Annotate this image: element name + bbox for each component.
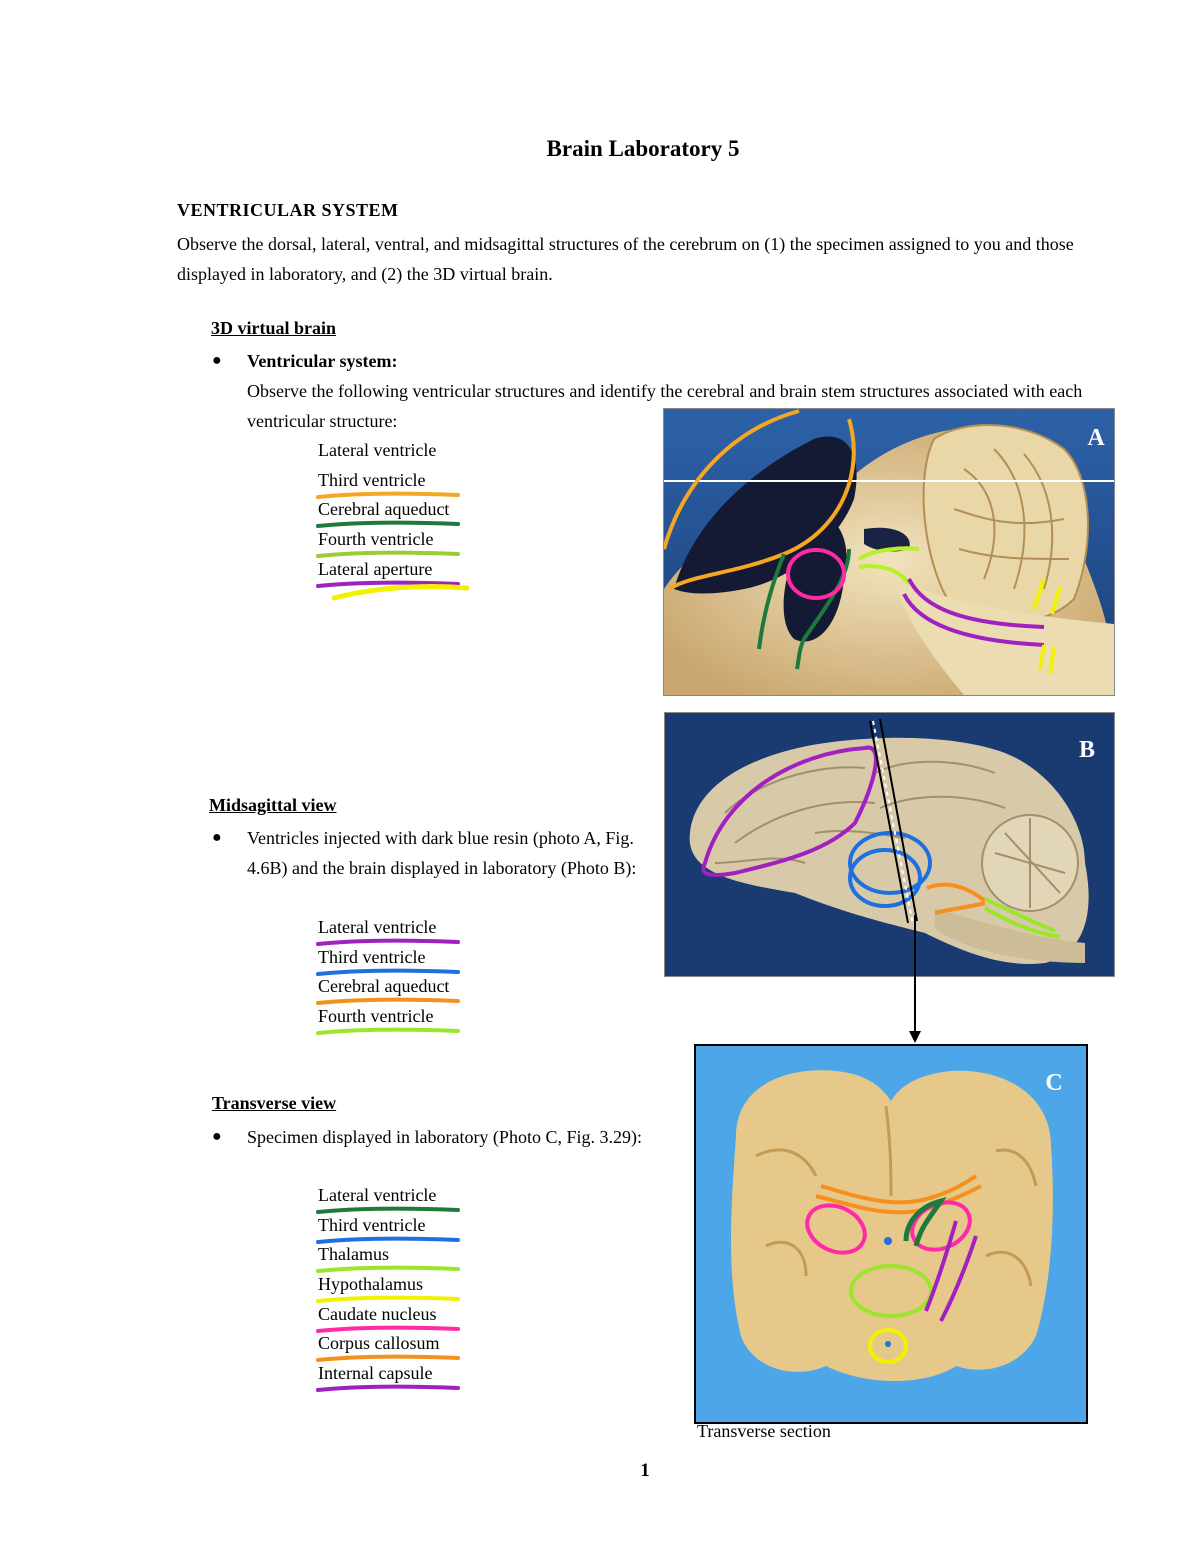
structure-label: Fourth ventricle (318, 1006, 434, 1027)
structure-label: Lateral ventricle (318, 917, 437, 937)
structure-label: Cerebral aqueduct (318, 976, 450, 997)
structure-label: Internal capsule (318, 1363, 433, 1384)
transverse-bullet: ● Specimen displayed in laboratory (Phot… (212, 1122, 647, 1152)
structure-label: Lateral aperture (318, 558, 433, 579)
photo-a-label: A (1087, 425, 1105, 451)
highlight-underline (316, 1295, 460, 1304)
structure-label: Thalamus (318, 1244, 389, 1265)
highlight-underline (316, 998, 460, 1006)
highlight-underline (316, 968, 460, 976)
highlight-underline (316, 521, 460, 529)
photo-c-caption: Transverse section (697, 1421, 831, 1441)
highlight-underline (316, 938, 460, 946)
structure-list-item: Lateral ventricle (316, 913, 518, 946)
photo-c-label: C (1045, 1070, 1062, 1096)
structure-label: Corpus callosum (318, 1333, 440, 1354)
photo-c-transverse-section: C (694, 1044, 1088, 1424)
highlight-underline (316, 1325, 460, 1333)
bullet-icon: ● (212, 829, 222, 846)
structure-label: Caudate nucleus (318, 1303, 437, 1324)
arrow-b-to-c (909, 915, 921, 1043)
highlight-underline (316, 1266, 460, 1274)
structure-list-item: Fourth ventricle (316, 1002, 518, 1036)
structure-list-item: Lateral aperture (316, 555, 518, 588)
midsagittal-heading: Midsagittal view (209, 795, 337, 815)
page-title: Brain Laboratory 5 (546, 136, 740, 161)
bullet-icon: ● (212, 352, 222, 369)
photo-a-midsagittal-resin: A (663, 408, 1115, 696)
bullet-icon: ● (212, 1128, 222, 1145)
structure-list-item: Lateral ventricle (316, 1181, 518, 1214)
structure-list-item: Fourth ventricle (316, 525, 518, 559)
structure-label: Hypothalamus (318, 1274, 423, 1295)
structure-label: Third ventricle (318, 1214, 426, 1235)
virtual-brain-heading: 3D virtual brain (211, 318, 337, 338)
highlight-underline (316, 1384, 460, 1393)
highlight-underline (316, 1206, 460, 1214)
structure-label: Third ventricle (318, 469, 426, 490)
page-number: 1 (640, 1460, 650, 1481)
structure-list-item: Lateral ventricle (318, 436, 518, 466)
structure-label: Lateral ventricle (318, 440, 437, 460)
structure-label: Fourth ventricle (318, 529, 434, 550)
highlight-underline (316, 1236, 460, 1244)
transverse-bullet-text: Specimen displayed in laboratory (Photo … (247, 1127, 642, 1147)
structure-label: Cerebral aqueduct (318, 499, 450, 520)
structure-list-item: Third ventricle (316, 943, 518, 976)
structure-list-item: Hypothalamus (316, 1270, 518, 1304)
structure-list-item: Internal capsule (316, 1359, 518, 1393)
midsagittal-bullet-text: Ventricles injected with dark blue resin… (247, 828, 637, 878)
structure-list-item: Corpus callosum (316, 1329, 518, 1363)
structure-label: Lateral ventricle (318, 1185, 437, 1205)
structure-list-item: Third ventricle (316, 1211, 518, 1244)
highlight-underline (331, 583, 470, 601)
photo-b-label: B (1079, 737, 1095, 763)
structure-list-item: Caudate nucleus (316, 1300, 518, 1333)
structure-list-item: Thalamus (316, 1240, 518, 1274)
structure-list-item: Cerebral aqueduct (316, 972, 518, 1006)
highlight-underline (316, 1355, 460, 1363)
intro-paragraph: Observe the dorsal, lateral, ventral, an… (177, 234, 1074, 284)
highlight-underline (316, 491, 460, 499)
structure-list-item: Third ventricle (316, 466, 518, 499)
virtual-bullet: ● Ventricular system: Observe the follow… (212, 346, 1107, 436)
virtual-bullet-text: Observe the following ventricular struct… (247, 381, 1083, 431)
virtual-bullet-title: Ventricular system: (247, 351, 398, 371)
transverse-heading: Transverse view (212, 1093, 337, 1113)
midsagittal-bullet: ● Ventricles injected with dark blue res… (212, 823, 647, 883)
highlight-underline (316, 550, 460, 559)
structure-list-item: Cerebral aqueduct (316, 495, 518, 529)
highlight-underline (316, 580, 460, 588)
photo-b-midsagittal-specimen: B (664, 712, 1115, 977)
section-heading: VENTRICULAR SYSTEM (177, 200, 399, 220)
highlight-underline (316, 1027, 460, 1036)
structure-label: Third ventricle (318, 946, 426, 967)
